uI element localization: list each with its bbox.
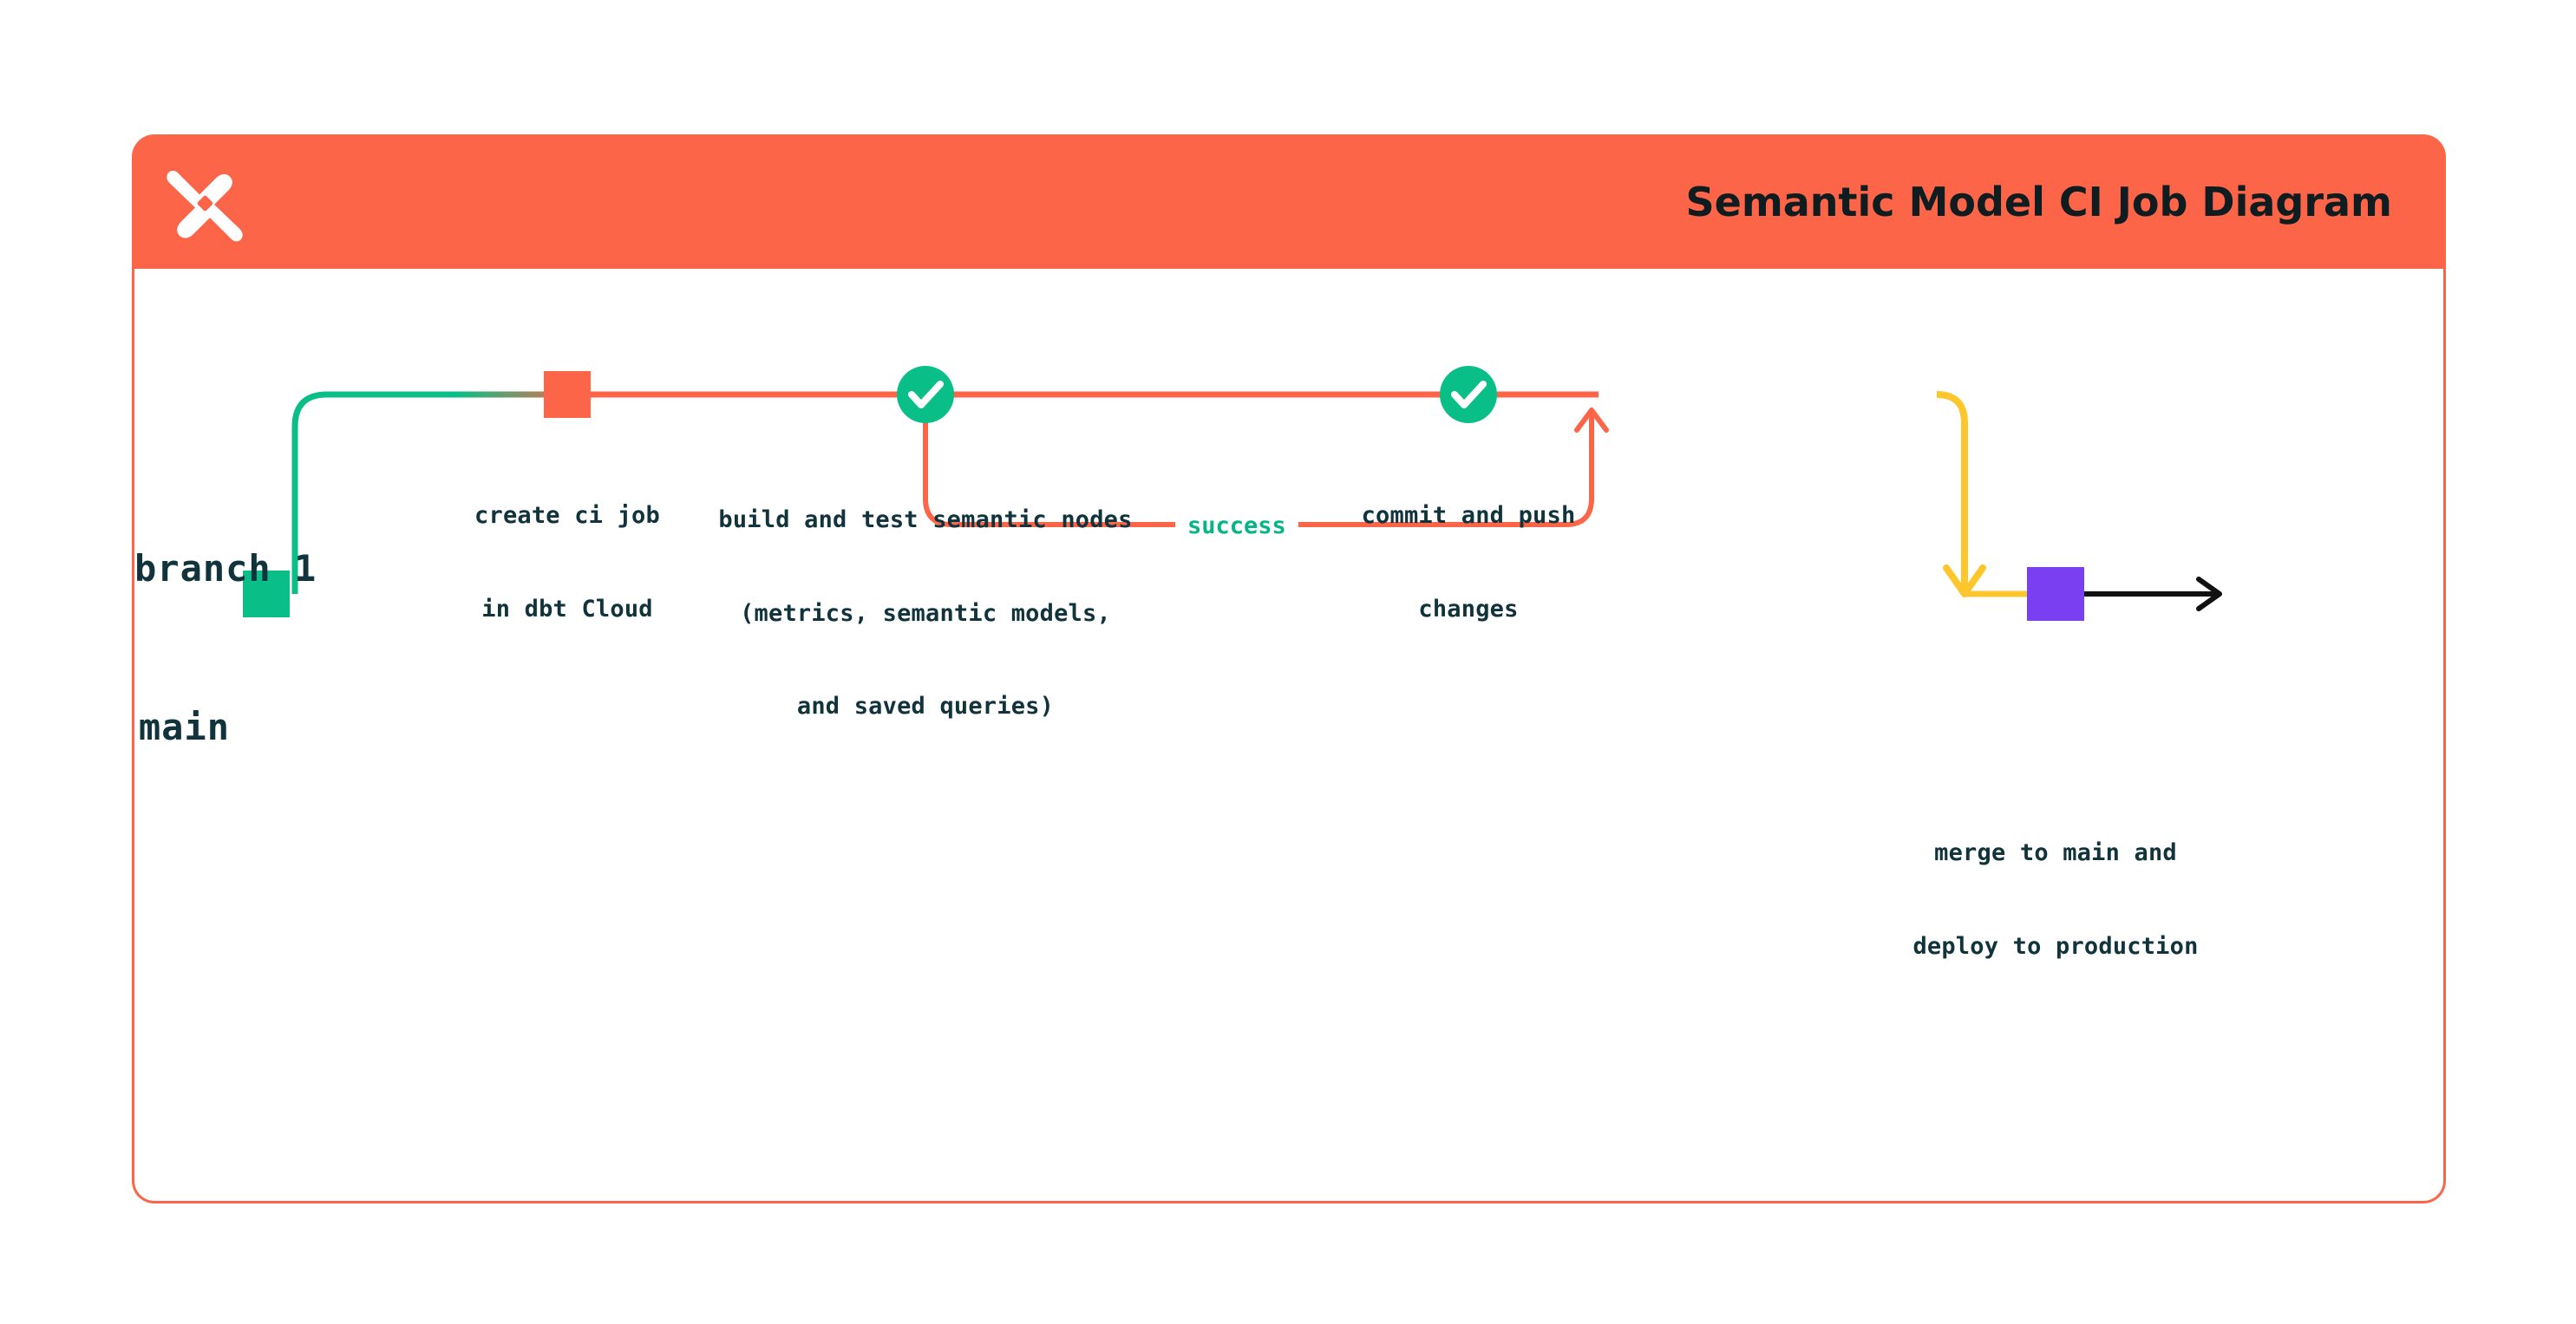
success-loop-arrowhead [1574, 408, 1609, 433]
caption-line: in dbt Cloud [481, 595, 653, 623]
diagram-canvas: branch 1 main create ci job in dbt Cloud… [132, 269, 2446, 1203]
caption-line: deploy to production [1912, 932, 2199, 960]
node-caption-merge-to-main: merge to main and deploy to production [1795, 775, 2316, 1024]
caption-line: create ci job [474, 501, 660, 529]
node-marker-commit-and-push [1440, 366, 1497, 423]
page-title: Semantic Model CI Job Diagram [1685, 179, 2392, 225]
main-continues-arrowhead [2196, 577, 2222, 611]
branch-out-curve [291, 391, 585, 594]
caption-line: changes [1418, 595, 1519, 623]
node-caption-commit-and-push: commit and push changes [1295, 438, 1642, 687]
lane-label-main: main [138, 706, 230, 748]
node-marker-create-ci-job [544, 371, 591, 418]
node-marker-merge-to-main [2027, 567, 2084, 621]
node-caption-build-and-test: build and test semantic nodes (metrics, … [665, 442, 1186, 785]
diagram-card: Semantic Model CI Job Diagram [132, 134, 2446, 1203]
merge-arrow-path [1936, 391, 1968, 588]
lane-label-branch1: branch 1 [134, 547, 317, 590]
caption-line: commit and push [1361, 501, 1576, 529]
edge-label-success: success [1175, 512, 1298, 539]
caption-line: build and test semantic nodes [718, 505, 1133, 533]
dbt-x-logo-icon [165, 163, 245, 243]
caption-line: and saved queries) [796, 693, 1055, 721]
node-marker-main-start [243, 571, 290, 617]
node-marker-build-and-test [897, 366, 954, 423]
node-caption-create-ci-job: create ci job in dbt Cloud [411, 438, 723, 687]
card-header: Semantic Model CI Job Diagram [132, 134, 2446, 271]
branch-flow-graphic [243, 366, 2222, 621]
caption-line: merge to main and [1934, 838, 2177, 866]
caption-line: (metrics, semantic models, [740, 599, 1111, 627]
